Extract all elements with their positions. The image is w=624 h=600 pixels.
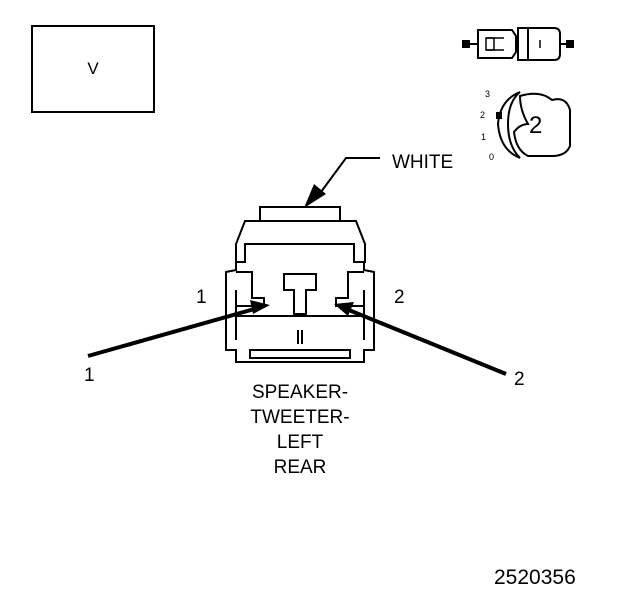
orientation-icon bbox=[496, 91, 571, 159]
figure-id: 2520356 bbox=[494, 566, 576, 589]
callout-2-leader bbox=[334, 302, 507, 376]
pin-label-left: 1 bbox=[196, 287, 207, 308]
wire-color-leader bbox=[304, 157, 380, 208]
scale-mark-2: 2 bbox=[480, 110, 486, 120]
callout-number-2: 2 bbox=[514, 369, 525, 390]
orientation-number: 2 bbox=[529, 112, 543, 139]
caption-line-1: SPEAKER- bbox=[251, 382, 349, 403]
connector-body bbox=[225, 206, 375, 363]
scale-mark-0: 0 bbox=[489, 152, 495, 162]
scale-mark-3: 3 bbox=[485, 89, 491, 99]
scale-mark-1: 1 bbox=[481, 132, 487, 142]
callout-number-1: 1 bbox=[84, 365, 95, 386]
view-box: V bbox=[31, 25, 155, 113]
callout-1-leader bbox=[87, 300, 270, 358]
pin-label-right: 2 bbox=[394, 287, 405, 308]
caption-line-3: LEFT bbox=[276, 432, 324, 453]
view-label: V bbox=[87, 59, 99, 78]
caption-line-4: REAR bbox=[273, 457, 327, 478]
connector-side-icon bbox=[462, 27, 574, 61]
connector-caption: SPEAKER- TWEETER- LEFT REAR bbox=[210, 380, 390, 480]
caption-line-2: TWEETER- bbox=[250, 407, 350, 428]
wire-color-label: WHITE bbox=[392, 152, 454, 173]
